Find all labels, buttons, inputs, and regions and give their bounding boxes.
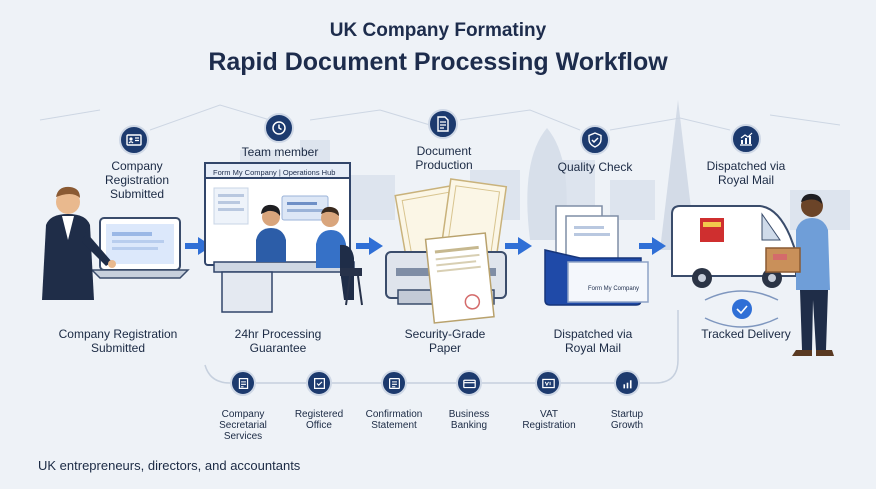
service-3-label: Confirmation Statement [365,409,423,431]
growth-chart-icon [731,124,761,154]
envelope-label: Form My Company [588,286,640,292]
operations-hub-illustration [204,162,363,313]
step-4-bottom-label: Dispatched via Royal Mail [553,327,633,355]
step-1-bottom-label: Company Registration Submitted [58,327,178,355]
step-1-top-label: Company Registration Submitted [104,159,170,201]
operations-hub-title: Form My Company | Operations Hub [213,168,336,177]
statement-icon [381,370,407,396]
growth-icon [614,370,640,396]
title-line-2: Rapid Document Processing Workflow [208,48,668,76]
step-5-bottom-label: Tracked Delivery [701,327,791,341]
flow-arrow-3 [505,237,532,255]
man-with-laptop-illustration [42,186,190,300]
courier-illustration [765,193,834,356]
step-3-bottom-label: Security-Grade Paper [404,327,486,355]
printer-certificates-illustration [385,178,508,324]
flow-arrow-1 [185,237,212,255]
title-line-1: UK Company Formatiny [329,20,547,41]
registration-icon [119,125,149,155]
clock-icon [264,113,294,143]
step-3-top-label: Document Production [415,144,473,172]
service-4-label: Business Banking [448,409,490,431]
audience-caption: UK entrepreneurs, directors, and account… [38,458,301,473]
step-4-top-label: Quality Check [557,160,633,174]
bank-card-icon [456,370,482,396]
step-2-top-label: Team member [241,145,319,159]
office-icon [306,370,332,396]
service-5-label: VAT Registration [522,409,576,431]
vat-icon [535,370,561,396]
service-1-label: Company Secretarial Services [219,409,267,442]
flow-arrow-2 [356,237,383,255]
shield-check-icon [580,125,610,155]
envelope-documents-illustration [544,205,649,306]
flow-arrow-4 [639,237,666,255]
tracked-delivery-icon [732,299,752,319]
service-6-label: Startup Growth [610,409,644,431]
secretarial-icon [230,370,256,396]
document-icon [428,109,458,139]
step-2-bottom-label: 24hr Processing Guarantee [234,327,322,355]
royal-mail-van-illustration [671,205,797,288]
service-2-label: Registered Office [294,409,344,431]
step-5-top-label: Dispatched via Royal Mail [706,159,786,187]
